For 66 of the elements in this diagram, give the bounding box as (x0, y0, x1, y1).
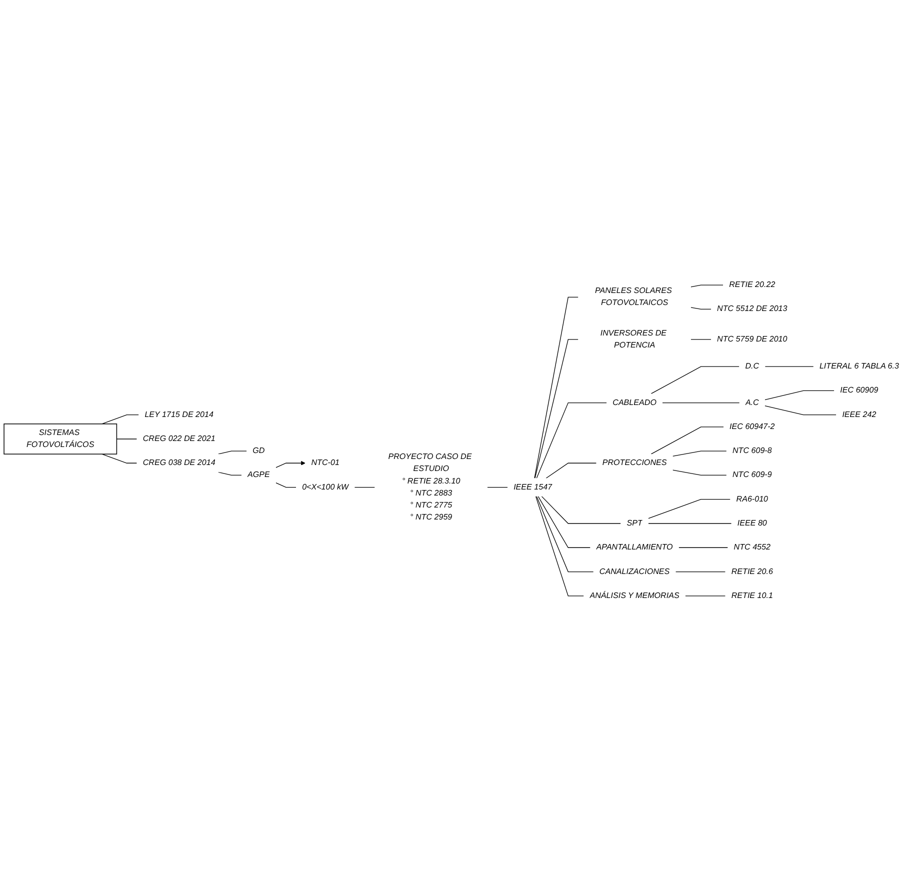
node-text: A.C (745, 398, 759, 407)
connector (650, 426, 724, 454)
connector (662, 402, 740, 404)
connector (218, 472, 242, 476)
node-text: GD (252, 446, 265, 456)
node-text: NTC 609-9 (732, 470, 772, 480)
connector (535, 496, 584, 596)
node-text: PROYECTO CASO DE ESTUDIO ° RETIE 28.3.10 ° NTC 2883 ° NTC 2775 ° NTC 2959 (388, 452, 472, 522)
node-text: D.C (745, 362, 760, 371)
node-box: SISTEMAS FOTOVOLTÁICOS (4, 424, 118, 454)
node-text: PANELES SOLARES FOTOVOLTAICOS (595, 286, 672, 308)
node-text: CREG 022 DE 2021 (142, 434, 216, 444)
connector (690, 284, 724, 288)
node-text: ANÁLISIS Y MEMORIAS (590, 591, 680, 600)
connector (672, 450, 727, 457)
node-text: RETIE 20.6 (731, 567, 773, 576)
connector (116, 438, 138, 440)
node-text: IEEE 80 (737, 518, 767, 528)
node-text: PROTECCIONES (602, 458, 667, 468)
arrow (276, 460, 306, 468)
node-text: INVERSORES DE POTENCIA (600, 328, 667, 350)
connector (541, 496, 621, 524)
node-text: AGPE (248, 470, 270, 480)
node-text: LITERAL 6 TABLA 6.3 (819, 362, 899, 371)
node-text: NTC 5759 DE 2010 (717, 334, 788, 344)
connector (650, 366, 740, 394)
node-text: SPT (626, 518, 642, 528)
connector (675, 571, 726, 572)
node-text: NTC 5512 DE 2013 (717, 304, 788, 314)
node-text: NTC 4552 (734, 543, 770, 552)
connector (218, 450, 247, 454)
node-text: CABLEADO (612, 398, 656, 407)
node-text: NTC 609-8 (732, 446, 772, 456)
node-text: IEEE 242 (842, 410, 876, 419)
node-text: RETIE 10.1 (731, 591, 773, 600)
node-text: IEC 60947-2 (730, 422, 775, 431)
connector (690, 307, 712, 310)
node-text: CREG 038 DE 2014 (142, 458, 216, 468)
node-text: IEEE 1547 (514, 482, 552, 492)
node-text: NTC-01 (311, 458, 340, 468)
node-text: RA6-010 (736, 494, 768, 504)
connector (102, 454, 138, 464)
connector (672, 470, 727, 476)
connector (690, 339, 712, 340)
connector (764, 405, 836, 416)
connector (764, 390, 834, 400)
connector (546, 462, 597, 479)
connector (536, 496, 594, 572)
connector (538, 496, 591, 548)
connector (534, 339, 579, 479)
node-text: IEC 60909 (840, 386, 878, 395)
connector (487, 486, 508, 488)
connector (536, 402, 607, 479)
node-text: CANALIZACIONES (599, 567, 670, 576)
connector (102, 414, 139, 424)
connector (764, 366, 814, 367)
connector (534, 296, 579, 479)
connector (648, 523, 732, 524)
node-text: LEY 1715 DE 2014 (144, 410, 214, 419)
connector (276, 482, 296, 488)
node-text: RETIE 20.22 (729, 280, 776, 290)
connector (354, 486, 376, 488)
node-text: 0<X<100 kW (302, 482, 349, 492)
connector (678, 547, 728, 548)
node-text: APANTALLAMIENTO (596, 543, 673, 552)
connector (648, 499, 731, 519)
